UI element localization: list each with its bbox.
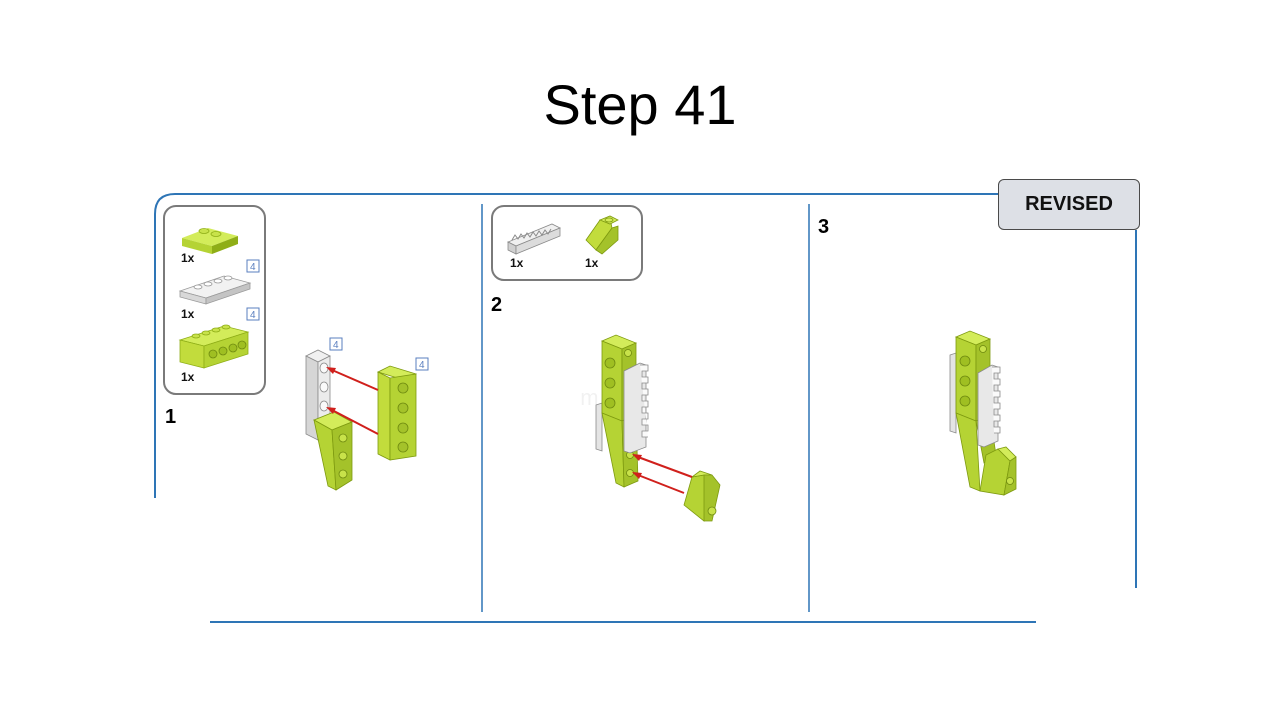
step-number-3: 3	[818, 216, 830, 238]
assembly-step-3	[949, 330, 1017, 496]
page-title: Step 41	[543, 73, 737, 136]
plate-1x4-icon	[178, 275, 252, 305]
gear-rack-icon	[507, 223, 561, 255]
step-number-2: 2	[491, 294, 503, 316]
slope-brick-icon	[182, 228, 238, 254]
parts-list-step-1: 1x 4 1x 4 1x	[163, 205, 266, 395]
lime-technic-brick	[376, 365, 418, 461]
technic-brick-1x4-icon	[178, 324, 250, 369]
assembly-arrows-step-2	[632, 454, 693, 494]
part-qty-slope: 1x	[585, 256, 599, 270]
qty-box-plate: 4	[250, 262, 256, 273]
parts-list-step-2: 1x 1x	[491, 205, 643, 281]
slope-1x2-icon	[585, 215, 619, 255]
part-qty-1: 1x	[181, 251, 195, 265]
qty-box-technic: 4	[250, 310, 256, 321]
callout-qty-plate: 4	[333, 340, 339, 351]
part-qty-rack: 1x	[510, 256, 524, 270]
attached-slope	[979, 446, 1017, 496]
assembly-arrows-step-1	[326, 367, 379, 435]
part-qty-3: 1x	[181, 370, 195, 384]
assembly-step-2: www.leodroid.com	[580, 334, 721, 522]
lime-slope-attached	[313, 411, 353, 491]
watermark: www.leodroid.com	[580, 385, 599, 410]
revised-badge: REVISED	[998, 179, 1140, 230]
callout-qty-technic: 4	[419, 360, 425, 371]
assembly-step-1: 4 4	[305, 337, 429, 491]
part-qty-2: 1x	[181, 307, 195, 321]
step-number-1: 1	[165, 406, 177, 428]
gear-rack-attached	[623, 362, 649, 454]
incoming-slope	[683, 470, 721, 522]
gear-rack-attached	[977, 364, 1001, 448]
